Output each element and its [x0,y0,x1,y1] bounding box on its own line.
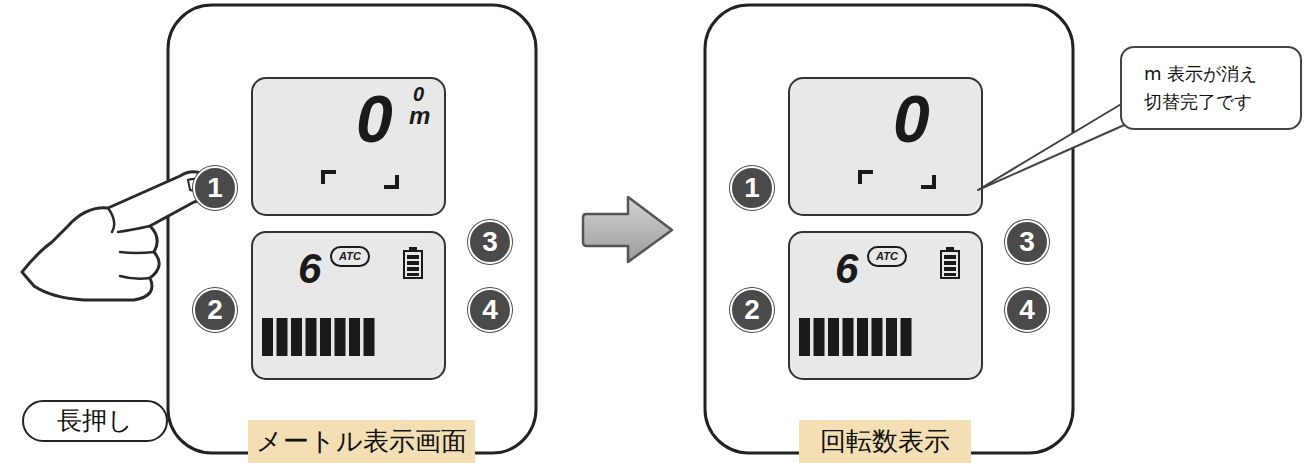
flow-arrow [583,197,672,262]
mode-badge: ATC [867,246,907,267]
level-bar [843,318,854,356]
lcd-bracket [323,172,397,187]
callout-number: 2 [193,288,237,332]
battery-icon [404,247,422,278]
lcd-digit: m [409,104,430,128]
level-bar [320,318,331,356]
device-panel [705,5,1073,453]
callout-number: 4 [1005,288,1049,332]
label-text: 4 [482,296,498,324]
level-bar [364,318,375,356]
level-bar [291,318,302,356]
label-text: 1 [744,174,760,202]
caption-band: 回転数表示 [799,420,971,463]
callout-number: 1 [730,166,774,210]
lcd-display: 0 [789,78,982,215]
level-bar [886,318,897,356]
callout-number: 1 [193,166,237,210]
label-text: m 表示が消え 切替完了です [1144,60,1274,116]
level-bar [349,318,360,356]
level-bar [901,318,912,356]
callout-number: 2 [730,288,774,332]
label-text: 長押し [57,407,133,435]
level-bar [335,318,346,356]
label-text: 1 [207,174,223,202]
label-text: 4 [1019,296,1035,324]
level-bar [277,318,288,356]
mode-badge: ATC [330,246,370,267]
callout-number: 3 [1005,220,1049,264]
level-bar [828,318,839,356]
device-panel [168,5,536,453]
callout-number: 3 [468,220,512,264]
caption-band: メートル表示画面 [248,420,475,463]
lcd-digit: 6 [298,248,321,290]
lcd-digit: 0 [356,86,393,152]
label-text: ATC [339,251,361,262]
level-bars [799,318,912,356]
level-bar [814,318,825,356]
pointing-hand [22,172,211,300]
level-bar [306,318,317,356]
label-text: 2 [744,296,760,324]
lcd-digit: 0 [413,84,424,104]
label-text: 回転数表示 [820,427,950,456]
lcd-screen [252,78,445,215]
lcd-display: 6 ATC [789,232,982,379]
battery-icon [941,247,959,278]
lcd-screen [789,78,982,215]
level-bar [799,318,810,356]
action-label: 長押し [22,400,168,442]
lcd-display: 00m [252,78,445,215]
level-bar [857,318,868,356]
level-bar [262,318,273,356]
callout-tail [978,100,1140,190]
lcd-screen [252,232,445,379]
speech-bubble: m 表示が消え 切替完了です [1120,46,1302,130]
lcd-display: 6 ATC [252,232,445,379]
level-bar [872,318,883,356]
lcd-screen [789,232,982,379]
lcd-digit: 6 [835,248,858,290]
lcd-bracket [860,172,934,187]
label-text: ATC [876,251,898,262]
label-text: 3 [482,228,498,256]
level-bars [262,318,375,356]
lcd-digit: 0 [893,86,930,152]
callout-number: 4 [468,288,512,332]
label-text: 2 [207,296,223,324]
label-text: 3 [1019,228,1035,256]
label-text: メートル表示画面 [256,427,467,456]
